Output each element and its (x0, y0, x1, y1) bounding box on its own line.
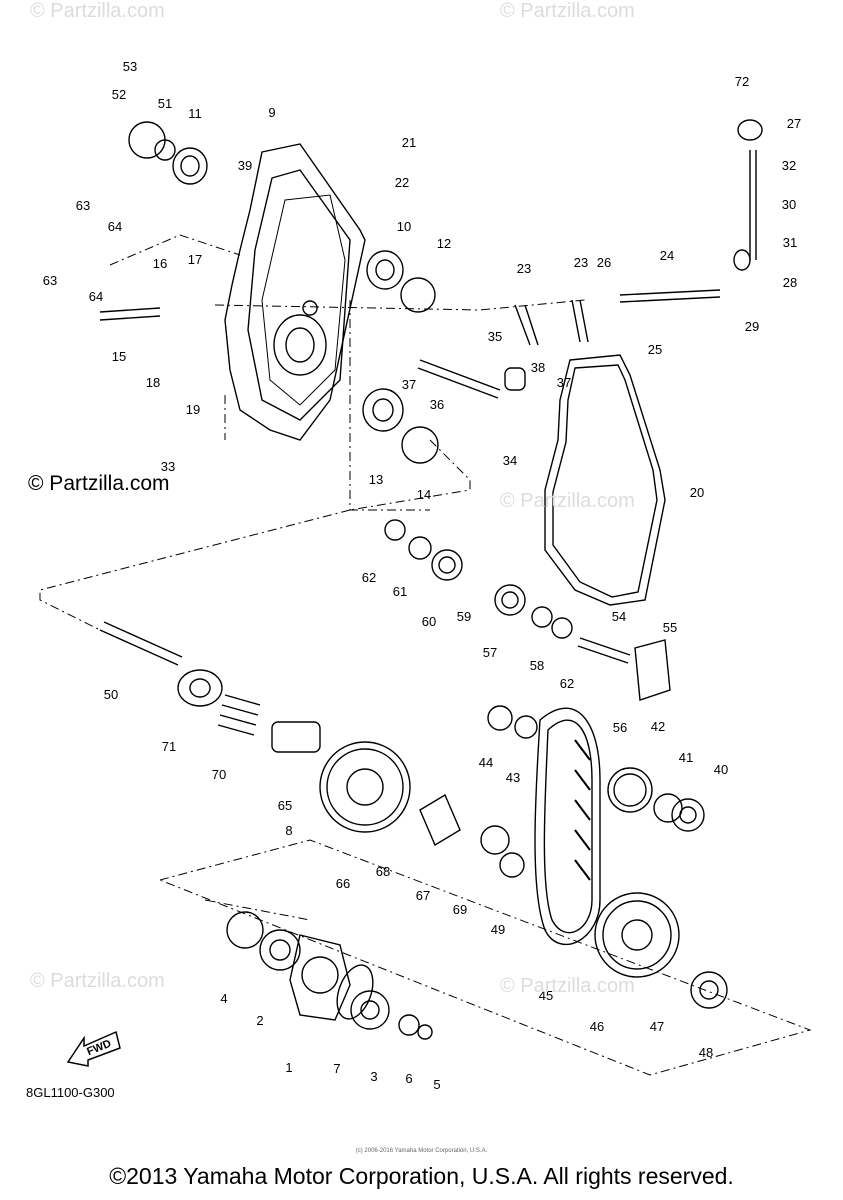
callout: 10 (396, 219, 412, 234)
chaincase-cover (224, 143, 366, 441)
callout: 26 (596, 255, 612, 270)
callout: 69 (452, 902, 468, 917)
callout: 58 (529, 658, 545, 673)
callout: 13 (368, 472, 384, 487)
callout: 6 (405, 1071, 413, 1086)
watermark: © Partzilla.com (30, 970, 165, 992)
callout: 34 (502, 453, 518, 468)
fwd-arrow-icon: FWD (64, 1028, 124, 1073)
partzilla-credit: © Partzilla.com (28, 472, 170, 495)
watermark: © Partzilla.com (500, 975, 635, 997)
callout: 44 (478, 755, 494, 770)
callout: 16 (152, 256, 168, 271)
callout: 66 (335, 876, 351, 891)
callout: 59 (456, 609, 472, 624)
callout: 2 (256, 1013, 264, 1028)
lower-sprocket (594, 892, 680, 978)
callout: 7 (333, 1061, 341, 1076)
callout: 70 (211, 767, 227, 782)
callout: 8 (285, 823, 293, 838)
callout: 47 (649, 1019, 665, 1034)
callout: 64 (107, 219, 123, 234)
callout: 43 (505, 770, 521, 785)
callout: 72 (734, 74, 750, 89)
watermark: © Partzilla.com (500, 0, 635, 22)
callout: 46 (589, 1019, 605, 1034)
top-sprocket (607, 767, 653, 813)
callout: 65 (277, 798, 293, 813)
callout: 27 (786, 116, 802, 131)
callout: 42 (650, 719, 666, 734)
callout: 68 (375, 864, 391, 879)
long-bolt (99, 621, 183, 666)
copyright-footer: ©2013 Yamaha Motor Corporation, U.S.A. A… (109, 1163, 734, 1189)
callout: 3 (370, 1069, 378, 1084)
callout: 54 (611, 609, 627, 624)
callout: 28 (782, 275, 798, 290)
callout: 60 (421, 614, 437, 629)
watermark: © Partzilla.com (30, 0, 165, 22)
callout: 37 (556, 375, 572, 390)
callout: 24 (659, 248, 675, 263)
callout: 45 (538, 988, 554, 1003)
callout: 35 (487, 329, 503, 344)
watermark: © Partzilla.com (500, 490, 635, 512)
callout: 39 (237, 158, 253, 173)
callout: 33 (160, 459, 176, 474)
callout: 20 (689, 485, 705, 500)
callout: 12 (436, 236, 452, 251)
callout: 38 (530, 360, 546, 375)
callout: 62 (559, 676, 575, 691)
callout: 63 (75, 198, 91, 213)
callout: 64 (88, 289, 104, 304)
callout: 22 (394, 175, 410, 190)
diagram-code: 8GL1100-G300 (26, 1085, 115, 1100)
callout: 40 (713, 762, 729, 777)
callout: 56 (612, 720, 628, 735)
callout: 18 (145, 375, 161, 390)
callout: 71 (161, 739, 177, 754)
bearing-housing (289, 934, 351, 1021)
callout: 36 (429, 397, 445, 412)
callout: 53 (122, 59, 138, 74)
callout: 23 (516, 261, 532, 276)
callout: 15 (111, 349, 127, 364)
callout: 9 (268, 105, 276, 120)
callout: 61 (392, 584, 408, 599)
callout: 51 (157, 96, 173, 111)
drive-sprocket (319, 741, 411, 833)
callout: 11 (188, 106, 202, 121)
callout: 30 (781, 197, 797, 212)
callout: 32 (781, 158, 797, 173)
callout: 63 (42, 273, 58, 288)
callout: 17 (187, 252, 203, 267)
callout: 57 (482, 645, 498, 660)
callout: 37 (401, 377, 417, 392)
callout: 29 (744, 319, 760, 334)
callout: 50 (103, 687, 119, 702)
drive-chain (534, 707, 601, 946)
tiny-copyright: (c) 2006-2016 Yamaha Motor Corporation, … (355, 1148, 488, 1154)
callout: 52 (111, 87, 127, 102)
callout: 62 (361, 570, 377, 585)
callout: 49 (490, 922, 506, 937)
callout: 67 (415, 888, 431, 903)
callout: 41 (678, 750, 694, 765)
callout: 55 (662, 620, 678, 635)
callout: 1 (285, 1060, 293, 1075)
callout: 48 (698, 1045, 714, 1060)
callout: 31 (782, 235, 798, 250)
chaincase-gasket (544, 354, 666, 606)
callout: 19 (185, 402, 201, 417)
callout: 21 (401, 135, 417, 150)
callout: 23 (573, 255, 589, 270)
spring (217, 694, 261, 736)
callout: 14 (416, 487, 432, 502)
callout: 25 (647, 342, 663, 357)
callout: 5 (433, 1077, 441, 1092)
callout: 4 (220, 991, 228, 1006)
